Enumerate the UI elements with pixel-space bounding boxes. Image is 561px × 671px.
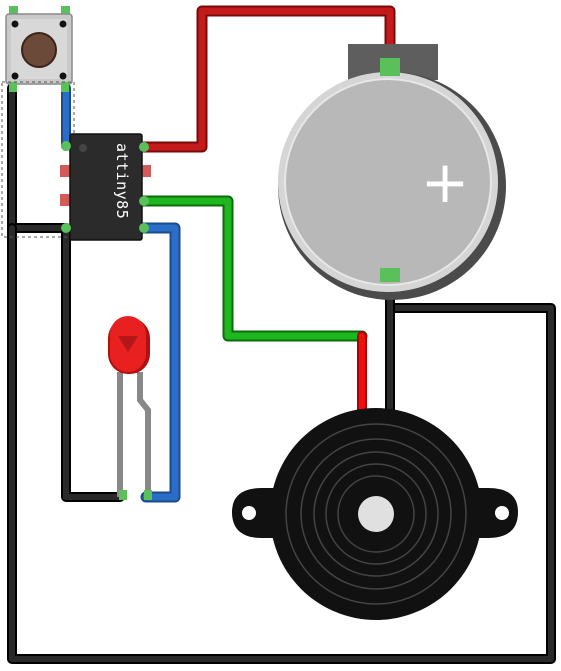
wire-green-chip-to-buzzer (136, 195, 368, 342)
buzzer-rings (285, 423, 467, 605)
wires (7, 5, 556, 664)
attiny85-chip[interactable]: attiny85 (60, 133, 151, 241)
coin-cell-battery[interactable]: + (278, 44, 506, 300)
wire-red-chip-to-battery (138, 5, 396, 153)
red-led[interactable] (108, 316, 152, 500)
wire-blue-chip-to-led (136, 222, 181, 503)
push-button[interactable] (1, 6, 75, 238)
button-cap[interactable] (21, 32, 57, 68)
svg-text:+: + (421, 148, 470, 216)
buzzer-center (358, 496, 394, 532)
wire-black-ground (7, 83, 556, 664)
piezo-buzzer[interactable] (232, 408, 518, 620)
chip-pin1-marker (79, 144, 87, 152)
button-selection-outline (1, 81, 75, 238)
battery-plus-symbol: + (421, 148, 470, 216)
chip-label: attiny85 (113, 143, 131, 219)
